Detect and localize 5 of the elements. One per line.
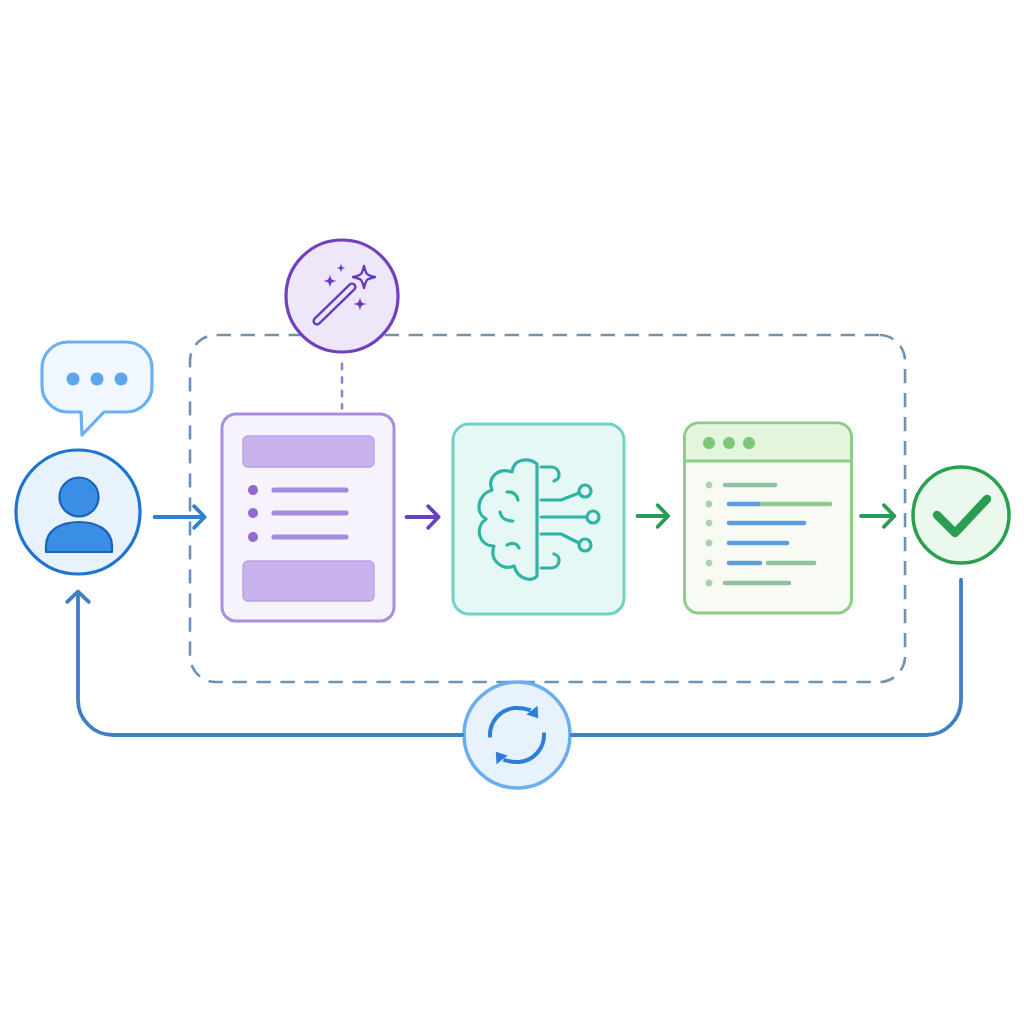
icon-card (451, 422, 626, 616)
dashed-group-box (188, 333, 907, 684)
icon-circle (462, 680, 572, 790)
icon-circle (284, 238, 400, 354)
status-circle (911, 465, 1011, 565)
